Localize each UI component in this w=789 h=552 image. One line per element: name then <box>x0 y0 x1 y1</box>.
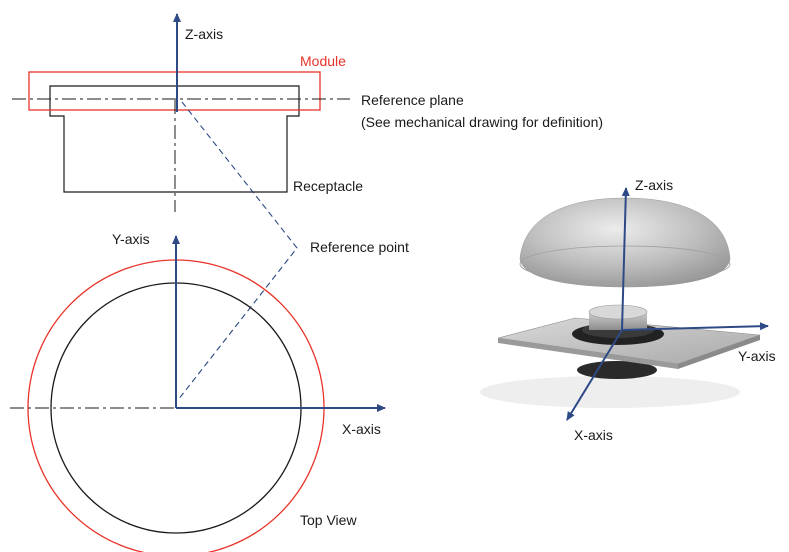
module-on-receptacle-3d-render: Z-axis Y-axis X-axis <box>480 177 776 443</box>
top-view: Y-axis X-axis Top View <box>10 231 386 552</box>
reference-point-leader <box>177 101 298 401</box>
top-view-label: Top View <box>300 512 357 528</box>
reference-plane-label: Reference plane <box>361 92 464 108</box>
side-view: Z-axis Module Reference plane (See mecha… <box>12 13 603 212</box>
receptacle-plate-edge <box>498 338 678 369</box>
receptacle-plate-edge-right <box>678 335 760 369</box>
iso-y-axis-label: Y-axis <box>738 348 776 364</box>
render-shadow <box>480 376 740 408</box>
module-label: Module <box>300 53 346 69</box>
side-z-axis-label: Z-axis <box>185 26 223 42</box>
iso-z-axis-arrow <box>621 187 630 331</box>
iso-x-axis-label: X-axis <box>574 427 613 443</box>
reference-plane-note: (See mechanical drawing for definition) <box>361 114 603 130</box>
iso-x-axis-arrow <box>566 329 623 421</box>
receptacle-stud-top <box>588 304 648 320</box>
receptacle-outline <box>49 85 300 193</box>
top-y-axis-label: Y-axis <box>112 231 150 247</box>
iso-y-axis-arrow <box>621 322 769 331</box>
iso-z-axis-label: Z-axis <box>635 177 673 193</box>
lower-ring <box>577 361 657 379</box>
reference-point-leaders: Reference point <box>177 101 409 401</box>
receptacle-label: Receptacle <box>293 178 363 194</box>
top-x-axis-label: X-axis <box>342 421 381 437</box>
reference-point-label: Reference point <box>310 239 409 255</box>
